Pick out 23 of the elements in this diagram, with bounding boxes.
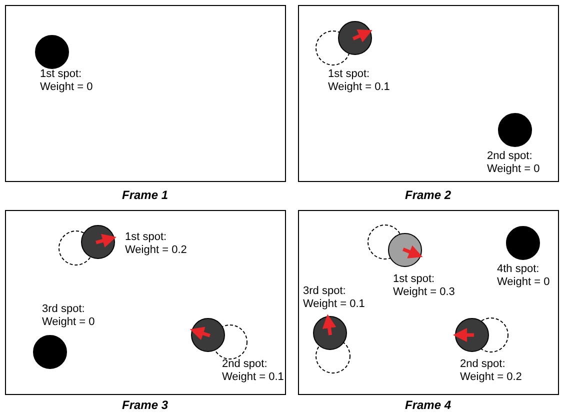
- spot-label: 3rd spot: Weight = 0.1: [303, 285, 366, 311]
- frame-panel: [5, 5, 286, 182]
- spot-label: 2nd spot: Weight = 0.1: [222, 358, 285, 384]
- frame-caption: Frame 1: [120, 188, 170, 202]
- spot-label: 3rd spot: Weight = 0: [42, 303, 96, 329]
- spot-label: 1st spot: Weight = 0.2: [125, 231, 188, 257]
- frame-caption: Frame 2: [404, 188, 452, 202]
- spot-label: 4th spot: Weight = 0: [497, 263, 551, 289]
- frame-panel: [298, 5, 559, 182]
- spot-circle: [35, 35, 69, 69]
- spot-circle: [498, 113, 532, 147]
- spot-circle: [455, 318, 489, 352]
- spot-label: 2nd spot: Weight = 0.2: [460, 358, 523, 384]
- spot-circle: [33, 335, 67, 369]
- frame-caption: Frame 4: [404, 398, 452, 412]
- spot-label: 1st spot: Weight = 0.3: [393, 273, 456, 299]
- frame-caption: Frame 3: [120, 398, 170, 412]
- frame-panel: [5, 210, 286, 395]
- spot-label: 1st spot: Weight = 0.1: [328, 68, 391, 94]
- spot-circle: [506, 226, 540, 260]
- spot-label: 1st spot: Weight = 0: [40, 68, 94, 94]
- spot-label: 2nd spot: Weight = 0: [487, 150, 541, 176]
- frame-panel: [298, 210, 559, 395]
